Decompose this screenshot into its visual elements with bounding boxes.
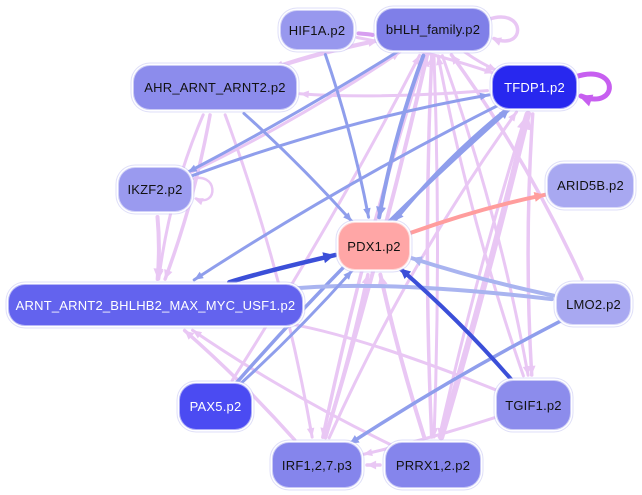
- edge-LMO2-PDX1: [409, 256, 556, 298]
- node-label-TGIF1: TGIF1.p2: [505, 397, 562, 413]
- edge-AHR-IRF127-arrowhead: [306, 427, 315, 438]
- edge-TFDP1-PRRX12: [437, 112, 528, 439]
- node-HIF1A[interactable]: HIF1A.p2: [280, 10, 354, 50]
- node-PDX1[interactable]: PDX1.p2: [338, 222, 410, 270]
- edge-PRRX12-TFDP1: [438, 110, 532, 441]
- edge-PRRX12-IRF127-arrowhead: [367, 460, 377, 470]
- node-ARNT[interactable]: ARNT_ARNT2_BHLHB2_MAX_MYC_USF1.p2: [8, 284, 303, 326]
- node-label-ARNT: ARNT_ARNT2_BHLHB2_MAX_MYC_USF1.p2: [15, 297, 296, 313]
- edge-AHR-IRF127: [223, 113, 314, 439]
- edge-AHR-PDX1: [242, 111, 354, 224]
- edge-TFDP1-TGIF1: [526, 112, 535, 377]
- node-label-TFDP1: TFDP1.p2: [504, 79, 565, 95]
- edge-bHLH-IKZF2-arrowhead: [187, 164, 198, 173]
- node-TGIF1[interactable]: TGIF1.p2: [496, 380, 571, 430]
- edge-bHLH-TGIF1-arrowhead: [522, 365, 531, 376]
- edge-IRF127-TFDP1: [327, 110, 519, 440]
- edge-HIF1A-TFDP1: [355, 36, 496, 75]
- edge-IRF127-ARNT-arrowhead: [184, 330, 195, 340]
- edge-TGIF1-IRF127-arrowhead: [363, 448, 373, 457]
- node-IKZF2[interactable]: IKZF2.p2: [118, 167, 192, 212]
- node-PRRX12[interactable]: PRRX1,2.p2: [385, 442, 481, 488]
- edge-HIF1A-PDX1: [323, 52, 371, 219]
- node-label-AHR: AHR_ARNT_ARNT2.p2: [144, 80, 286, 95]
- edge-bHLH-TGIF1: [440, 54, 530, 377]
- edge-bHLH-PDX1-arrowhead: [376, 206, 386, 218]
- node-label-LMO2: LMO2.p2: [566, 296, 621, 312]
- edge-TFDP1-AHR-arrowhead: [299, 90, 309, 99]
- node-ARID5B[interactable]: ARID5B.p2: [547, 163, 634, 208]
- node-IRF127[interactable]: IRF1,2,7.p3: [272, 442, 362, 488]
- node-label-PDX1: PDX1.p2: [347, 238, 401, 254]
- node-AHR[interactable]: AHR_ARNT_ARNT2.p2: [133, 65, 297, 110]
- node-label-PAX5: PAX5.p2: [189, 399, 242, 414]
- edge-LMO2-IRF127: [347, 319, 563, 446]
- edge-TFDP1-ARNT: [192, 103, 501, 282]
- edge-IRF127-TFDP1-arrowhead: [508, 111, 517, 122]
- node-LMO2[interactable]: LMO2.p2: [556, 283, 631, 325]
- edge-AHR-PDX1-arrowhead: [343, 212, 352, 222]
- edge-LMO2-ARNT: [277, 283, 554, 302]
- edge-PAX5-bHLH: [230, 53, 422, 382]
- edge-ARNT-PDX1: [227, 252, 338, 285]
- edge-IKZF2-TFDP1: [190, 93, 491, 178]
- edge-TGIF1-bHLH: [436, 54, 525, 378]
- edge-TGIF1-PDX1-arrowhead: [399, 268, 412, 280]
- edge-HIF1A-TFDP1-arrowhead: [483, 66, 494, 74]
- edge-IKZF2-TFDP1-arrowhead: [479, 92, 490, 101]
- edge-PAX5-PDX1: [238, 269, 354, 386]
- self-loop-TFDP1-arrowhead: [579, 94, 594, 107]
- edge-AHR-ARNT-arrowhead: [164, 268, 173, 280]
- edge-IKZF2-ARNT-arrowhead: [153, 268, 164, 280]
- self-loop-IKZF2-arrowhead: [194, 198, 204, 206]
- edge-IKZF2-bHLH: [187, 50, 402, 175]
- node-TFDP1[interactable]: TFDP1.p2: [492, 65, 577, 109]
- edge-PDX1-ARID5B: [408, 192, 547, 235]
- edge-TGIF1-PDX1: [397, 266, 514, 382]
- node-label-bHLH: bHLH_family.p2: [385, 22, 481, 37]
- node-label-IRF127: IRF1,2,7.p3: [281, 457, 353, 473]
- edge-LMO2-IRF127-arrowhead: [349, 435, 360, 444]
- edge-PRRX12-PDX1: [378, 272, 427, 440]
- node-label-ARID5B: ARID5B.p2: [557, 178, 624, 193]
- edge-TFDP1-AHR: [298, 89, 489, 98]
- edge-LMO2-PDX1-arrowhead: [411, 256, 423, 266]
- node-bHLH[interactable]: bHLH_family.p2: [376, 8, 490, 51]
- self-loop-TFDP1: [572, 71, 612, 102]
- edge-TFDP1-ARNT-arrowhead: [194, 271, 204, 280]
- self-loop-bHLH-arrowhead: [492, 37, 503, 46]
- edge-PRRX12-ARNT-arrowhead: [192, 330, 203, 339]
- edge-PAX5-PDX1-arrowhead: [343, 270, 353, 280]
- edge-TFDP1-PDX1-arrowhead: [394, 211, 404, 221]
- edge-bHLH-IKZF2: [186, 49, 400, 174]
- node-label-IKZF2: IKZF2.p2: [127, 182, 183, 197]
- edge-TGIF1-bHLH-arrowhead: [436, 55, 444, 66]
- edge-IRF127-PDX1: [323, 272, 370, 440]
- node-label-HIF1A: HIF1A.p2: [288, 22, 346, 38]
- edge-bHLH-PRRX12: [432, 54, 440, 439]
- edge-bHLH-PDX1: [377, 53, 426, 220]
- edge-PAX5-bHLH-arrowhead: [412, 55, 420, 66]
- self-loop-bHLH: [486, 15, 520, 43]
- edge-LMO2-bHLH: [449, 53, 584, 281]
- node-label-PRRX12: PRRX1,2.p2: [395, 457, 471, 473]
- node-PAX5[interactable]: PAX5.p2: [179, 383, 252, 430]
- edge-TFDP1-PDX1: [392, 107, 509, 223]
- edge-ARNT-PDX1-arrowhead: [322, 252, 336, 264]
- edge-bHLH-TFDP1-arrowhead: [487, 63, 497, 71]
- edge-TGIF1-IRF127: [361, 416, 497, 456]
- edge-PRRX12-PDX1-arrowhead: [377, 274, 388, 286]
- edge-HIF1A-bHLH: [356, 31, 375, 37]
- edge-bHLH-PRRX12-arrowhead: [430, 427, 439, 438]
- edge-IRF127-PDX1-arrowhead: [361, 274, 371, 285]
- edge-HIF1A-PDX1-arrowhead: [363, 207, 371, 218]
- edge-PDX1-ARID5B-arrowhead: [533, 192, 545, 202]
